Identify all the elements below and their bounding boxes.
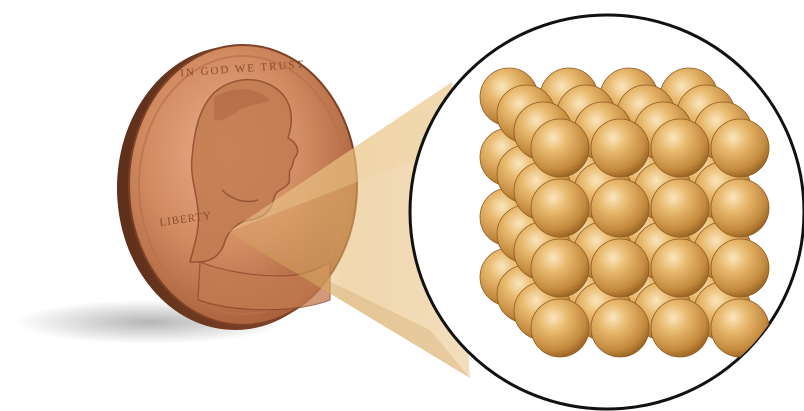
atom-sphere (591, 239, 649, 297)
atom-sphere (531, 119, 589, 177)
atom-sphere (591, 299, 649, 357)
atom-sphere (711, 119, 769, 177)
atom-sphere (651, 239, 709, 297)
atom-sphere (531, 179, 589, 237)
atom-sphere (711, 239, 769, 297)
atom-sphere (531, 299, 589, 357)
atom-sphere (531, 239, 589, 297)
atom-sphere (711, 179, 769, 237)
atom-sphere (591, 119, 649, 177)
atom-sphere (651, 299, 709, 357)
atom-sphere (651, 119, 709, 177)
magnified-view (410, 15, 804, 409)
atom-sphere (591, 179, 649, 237)
atom-sphere (711, 299, 769, 357)
atom-sphere (651, 179, 709, 237)
atomic-lattice (480, 68, 769, 357)
